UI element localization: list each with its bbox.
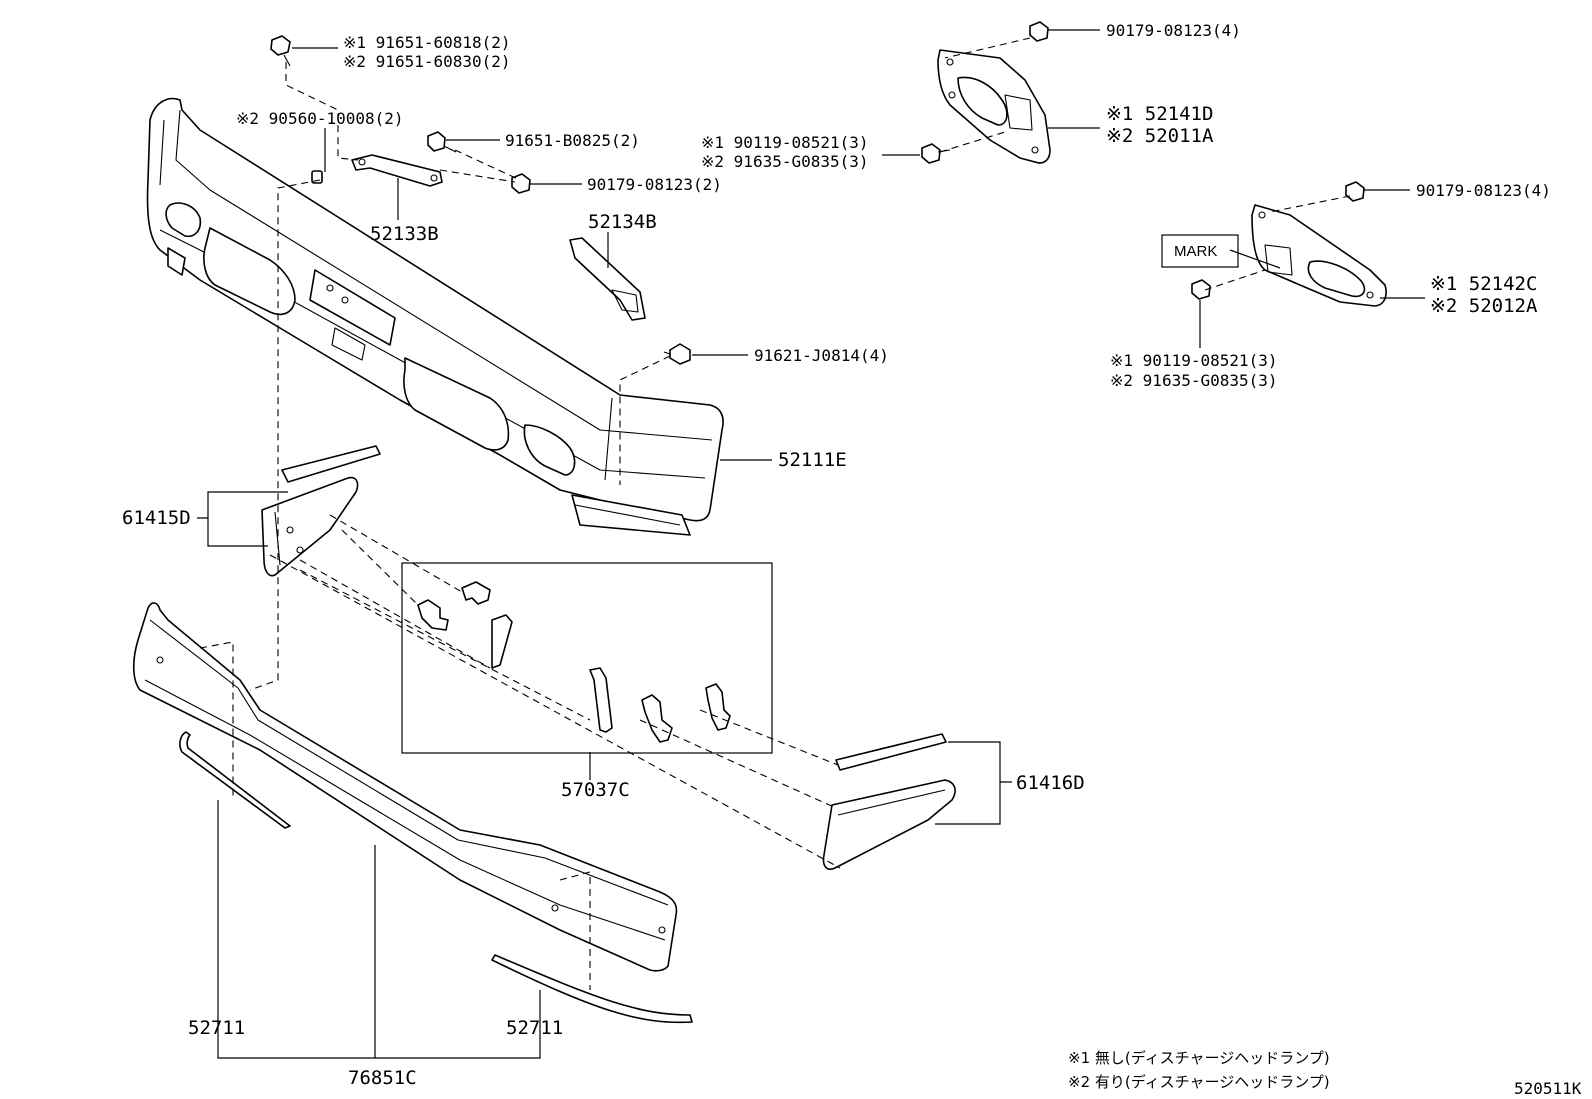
callout-52133b: 52133B — [370, 223, 439, 245]
moulding-52711-right — [491, 954, 693, 1024]
callout-90179-08123-a: 90179-08123(2) — [587, 175, 722, 194]
note-1: ※1 無し(ディスチャージヘッドランプ) — [1068, 1049, 1330, 1067]
callout-76851c: 76851C — [348, 1067, 417, 1089]
callout-57037c: 57037C — [561, 779, 630, 801]
note-2: ※2 有り(ディスチャージヘッドランプ) — [1068, 1073, 1330, 1091]
lower-bumper-cover — [132, 602, 678, 972]
nut-90179-08123-upper — [1029, 21, 1049, 42]
front-bumper-bar — [146, 97, 724, 536]
alignment-lines — [199, 37, 1351, 990]
callout-52012a: ※2 52012A — [1430, 295, 1538, 317]
callout-52711-right: 52711 — [506, 1017, 563, 1039]
bolt-91621-j0814 — [663, 343, 691, 365]
bolt-91651-60818 — [270, 35, 291, 67]
callout-90179-08123-upper: 90179-08123(4) — [1106, 21, 1241, 40]
callout-52711-left: 52711 — [188, 1017, 245, 1039]
callout-91621-j0814: 91621-J0814(4) — [754, 346, 889, 365]
mark-label: MARK — [1174, 243, 1217, 260]
callout-61416d: 61416D — [1016, 772, 1085, 794]
nut-90179-08123-a — [511, 173, 531, 194]
callout-91635-g0835-upper: ※2 91635-G0835(3) — [701, 152, 869, 171]
bracket-52141d — [937, 49, 1051, 164]
bolt-90119-08521-upper — [921, 143, 951, 164]
callout-52141d: ※1 52141D — [1106, 103, 1213, 125]
callout-91651-b0825: 91651-B0825(2) — [505, 131, 640, 150]
bolt-91651-b0825 — [427, 131, 457, 153]
callout-90119-08521-upper: ※1 90119-08521(3) — [701, 133, 869, 152]
callout-91651-60818: ※1 91651-60818(2) — [343, 33, 511, 52]
moulding-52711-left — [179, 731, 291, 829]
legend-notes: ※1 無し(ディスチャージヘッドランプ) ※2 有り(ディスチャージヘッドランプ… — [1068, 1049, 1330, 1091]
nut-90179-08123-lower — [1345, 181, 1365, 202]
figure-id: 520511K — [1514, 1079, 1582, 1098]
stay-52134b — [569, 237, 646, 321]
mark-box — [1161, 234, 1239, 268]
stay-52133b — [351, 154, 443, 187]
callout-52111e: 52111E — [778, 449, 847, 471]
callout-52011a: ※2 52011A — [1106, 125, 1214, 147]
bracket-kit-57037c — [401, 562, 773, 754]
callout-52134b: 52134B — [588, 211, 657, 233]
callout-labels: ※1 91651-60818(2) ※2 91651-60830(2) ※2 9… — [122, 21, 1551, 1089]
callout-52142c: ※1 52142C — [1430, 273, 1537, 295]
callout-90179-08123-lower: 90179-08123(4) — [1416, 181, 1551, 200]
bolt-90119-08521-lower — [1191, 279, 1211, 300]
callout-91635-g0835-lower: ※2 91635-G0835(3) — [1110, 371, 1278, 390]
bumper-extension-61416d — [822, 733, 956, 870]
callout-91651-60830: ※2 91651-60830(2) — [343, 52, 511, 71]
callout-90560-10008: ※2 90560-10008(2) — [236, 109, 404, 128]
bracket-52142c — [1251, 204, 1387, 307]
leader-lines — [197, 29, 1425, 1059]
callout-61415d: 61415D — [122, 507, 191, 529]
callout-90119-08521-lower: ※1 90119-08521(3) — [1110, 351, 1278, 370]
bumper-extension-61415d — [261, 445, 381, 577]
